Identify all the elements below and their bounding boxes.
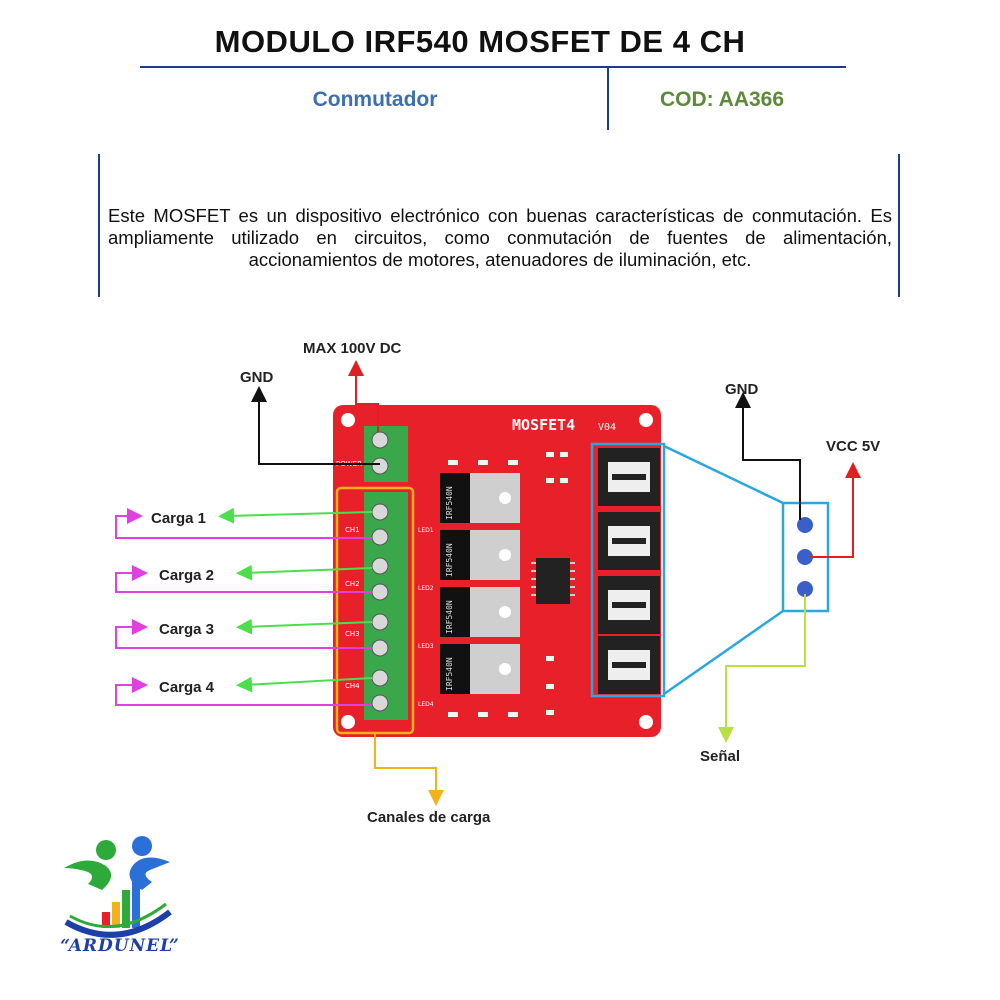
board-version: V04 (598, 422, 616, 433)
led-label-2: LED2 (418, 585, 434, 592)
mosfet-board: MOSFET4 V04 POWER CH1 CH2 CH3 CH4 (333, 405, 661, 737)
channel-label-4: CH4 (345, 682, 360, 690)
vcc-arrow (810, 462, 861, 558)
load-label-1: Carga 1 (151, 510, 206, 527)
gnd-left-arrow (251, 386, 380, 465)
svg-text:IRF540N: IRF540N (445, 486, 454, 520)
pin-gnd (797, 517, 813, 533)
led-label-1: LED1 (418, 527, 434, 534)
gnd-right-label: GND (725, 381, 759, 398)
signal-connectors (598, 448, 660, 694)
svg-text:IRF540N: IRF540N (445, 543, 454, 577)
page-title: MODULO IRF540 MOSFET DE 4 CH (214, 24, 746, 59)
mosfet-1: IRF540N (440, 473, 520, 523)
header-divider (607, 66, 609, 130)
max-voltage-label: MAX 100V DC (303, 340, 402, 357)
max-voltage-arrow (348, 360, 379, 432)
signal-arrow (718, 594, 806, 743)
load-label-4: Carga 4 (159, 679, 215, 696)
led-label-4: LED4 (418, 701, 434, 708)
svg-text:IRF540N: IRF540N (445, 657, 454, 691)
desc-border-right (898, 154, 900, 297)
product-code: COD: AA366 (659, 88, 785, 111)
desc-border-left (98, 154, 100, 297)
gnd-left-label: GND (240, 369, 274, 386)
channel-terminals (364, 492, 408, 720)
connector-highlight (590, 442, 666, 698)
load-label-3: Carga 3 (159, 621, 214, 638)
logo-text: “ARDUNEL” (60, 936, 180, 956)
channel-label-1: CH1 (345, 526, 360, 534)
ardunel-logo-icon (64, 836, 172, 938)
channel-label-2: CH2 (345, 580, 360, 588)
gnd-right-arrow (735, 392, 801, 520)
signal-label: Señal (700, 748, 740, 765)
load-channels-arrow (374, 733, 444, 806)
svg-text:IRF540N: IRF540N (445, 600, 454, 634)
mosfet-3: IRF540N (440, 587, 520, 637)
product-description: Este MOSFET es un dispositivo electrónic… (108, 205, 892, 270)
mosfet-2: IRF540N (440, 530, 520, 580)
title-underline (140, 66, 846, 68)
load-label-2: Carga 2 (159, 567, 214, 584)
power-terminal (364, 426, 408, 482)
vcc-label: VCC 5V (826, 438, 880, 455)
led-label-3: LED3 (418, 643, 434, 650)
board-name: MOSFET4 (512, 416, 575, 434)
pin-signal (797, 581, 813, 597)
mosfet-4: IRF540N (440, 644, 520, 694)
driver-ic (536, 558, 570, 604)
load-channels-label: Canales de carga (367, 809, 491, 826)
channel-label-3: CH3 (345, 630, 360, 638)
category-label: Conmutador (312, 88, 438, 111)
pin-vcc (797, 549, 813, 565)
